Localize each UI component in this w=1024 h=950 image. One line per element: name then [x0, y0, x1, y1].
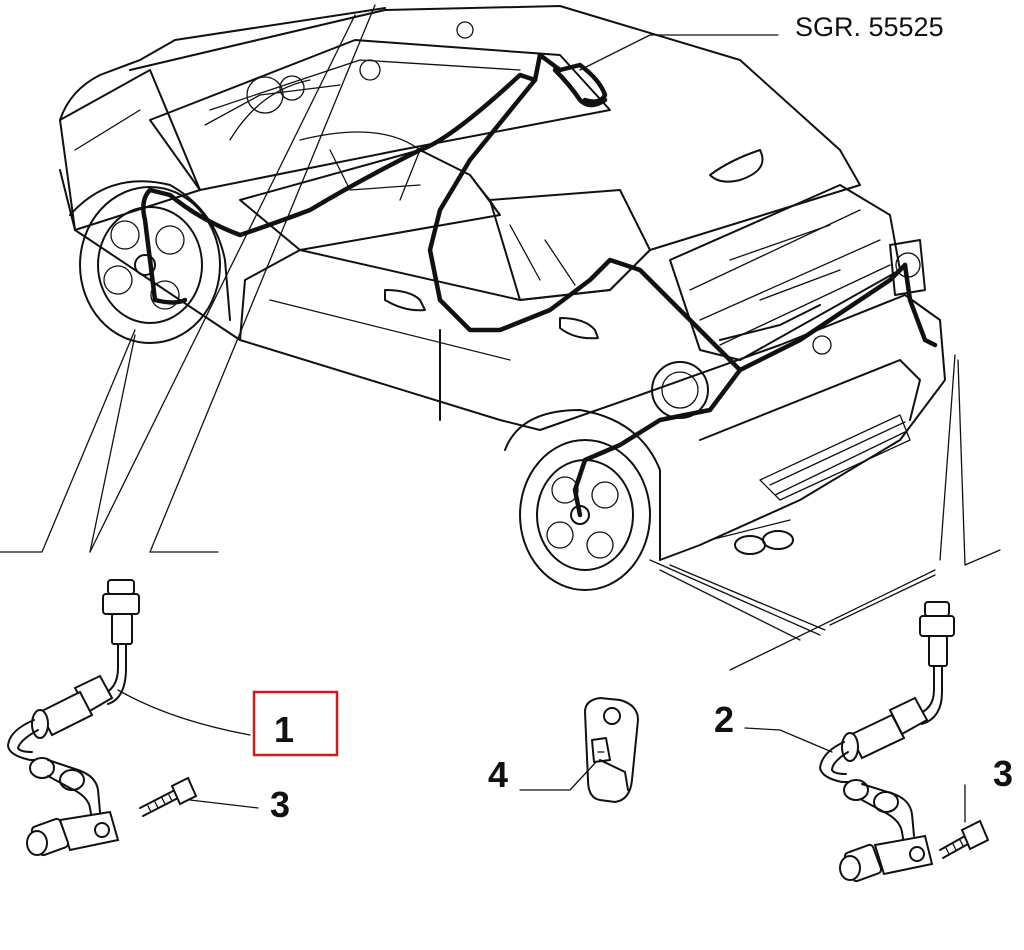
- selected-part-highlight: [252, 690, 339, 757]
- wheel-speed-sensor-right[interactable]: [819, 601, 955, 883]
- bolt-left[interactable]: [139, 776, 198, 817]
- drawing-code: SGR. 55525: [795, 12, 944, 42]
- callout-part-1[interactable]: 1: [274, 709, 294, 750]
- leader-part-4: [519, 761, 597, 791]
- leader-part-2: [744, 727, 833, 753]
- wheel-speed-sensor-left[interactable]: [7, 579, 140, 857]
- leader-lines: [0, 4, 1001, 671]
- callout-part-3-left[interactable]: 3: [270, 784, 290, 825]
- bolt-right[interactable]: [939, 819, 990, 859]
- callout-part-3-right[interactable]: 3: [993, 753, 1013, 794]
- callout-part-2[interactable]: 2: [714, 699, 734, 740]
- car-illustration: [59, 5, 946, 641]
- leader-part-3-left: [189, 799, 259, 809]
- leader-part-1: [117, 689, 251, 736]
- harness-bracket[interactable]: [583, 696, 640, 804]
- abs-sensor-wiring-harness: [141, 52, 938, 518]
- callout-part-4[interactable]: 4: [488, 754, 508, 795]
